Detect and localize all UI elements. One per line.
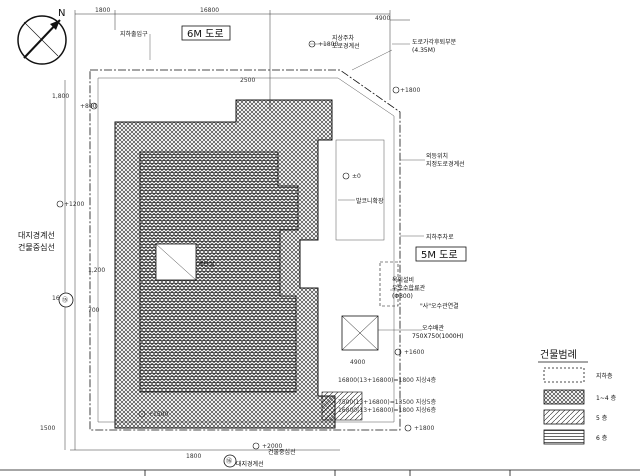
label-road-boundary-top: 도로경계선 <box>332 42 360 50</box>
label-sewer-connect: "사"오수관연결 <box>420 302 459 310</box>
legend: 건물범례 지하층 1~4 층 5 층 6 층 <box>538 349 617 445</box>
legend-label-1-4: 1~4 층 <box>596 394 617 402</box>
dim-total-1: 16800(13+16800)=1800 지상4층 <box>338 376 437 384</box>
road-north-label: 6M 도로 <box>187 29 224 40</box>
grid-marker-bottom: ⑯ <box>223 454 237 468</box>
label-site-boundary: 대지경계선 <box>18 230 55 240</box>
underground-parking <box>335 139 385 241</box>
road-north-box: 6M 도로 <box>181 25 231 41</box>
legend-title: 건물범례 <box>540 349 577 361</box>
label-corner-setback-size: (4.35M) <box>412 47 435 54</box>
level-bottom-2: +2000 <box>262 443 282 450</box>
grid-marker-left: ⑮ <box>58 292 74 308</box>
dim-16800: 16800 <box>200 7 219 14</box>
dim-total-3: 16800(13+16800)=1800 지상6층 <box>338 406 437 414</box>
level-corner: +1800 <box>414 425 434 432</box>
level-right-bottom: +1600 <box>404 349 424 356</box>
label-sewage-pipe: 오수배관 <box>422 324 445 332</box>
site-boundary-line <box>89 69 401 431</box>
sewage-pit <box>341 315 379 351</box>
level-left: +1200 <box>64 201 84 208</box>
dim-1800: 1,800 <box>52 93 69 100</box>
dim-700: 700 <box>88 307 100 314</box>
label-light-position: 외등위치 <box>426 152 448 160</box>
level-left-top: +800 <box>80 103 97 110</box>
building-floor-6 <box>139 151 299 393</box>
label-bottom-site-boundary: 대지경계선 <box>236 460 264 468</box>
legend-swatch-1-4 <box>543 389 585 405</box>
outdoor-equipment <box>379 261 399 307</box>
svg-text:⑯: ⑯ <box>226 457 232 465</box>
label-outdoor-equipment: 옥외설비 <box>392 276 414 284</box>
dim-2500: 2500 <box>240 77 255 84</box>
legend-swatch-6 <box>543 429 585 445</box>
label-building-line: 건물중심선 <box>18 242 55 252</box>
dim-1800-bottom: 1800 <box>186 453 201 460</box>
stair-label: 계단실 <box>198 260 215 268</box>
label-balcony: 발코니확장 <box>356 197 384 205</box>
north-arrow: N <box>17 8 67 65</box>
dim-1800-top: 1800 <box>95 7 110 14</box>
dimension-lines <box>64 10 410 451</box>
dim-total-2: 7500(13+16800)=13500 지상5층 <box>338 398 437 406</box>
dim-1200: 1,200 <box>88 267 105 274</box>
dim-4900-mid: 4900 <box>350 359 365 366</box>
label-corner-setback: 도로가각후퇴부분 <box>412 38 457 46</box>
label-underground-ramp: 지하주차로 <box>426 233 454 241</box>
label-bottom-building-line: 건물중심선 <box>268 448 296 456</box>
level-right-top: +1800 <box>400 87 420 94</box>
label-sewage-pit-size: 750X750(1000H) <box>412 333 463 340</box>
level-center: ±0 <box>352 173 361 180</box>
dim-4900-top: 4900 <box>375 15 390 22</box>
road-east-box: 5M 도로 <box>415 246 467 262</box>
north-label: N <box>58 8 65 19</box>
road-east-label: 5M 도로 <box>421 250 458 261</box>
dim-1500: 1500 <box>40 425 55 432</box>
legend-swatch-5 <box>543 409 585 425</box>
legend-label-basement: 지하층 <box>596 372 613 380</box>
label-designated-road-line: 지정도로경계선 <box>426 160 465 168</box>
svg-text:⑮: ⑮ <box>62 296 68 304</box>
label-ground-parking-a: 지상주차 <box>332 34 355 42</box>
parking-strip <box>321 391 363 421</box>
legend-label-5: 5 층 <box>596 414 608 422</box>
level-bottom: +1500 <box>148 411 168 418</box>
label-sewer-dia: (Φ300) <box>392 293 413 300</box>
label-underground-entrance: 지하출입구 <box>120 30 148 38</box>
title-block <box>0 469 640 476</box>
legend-label-6: 6 층 <box>596 434 608 442</box>
legend-swatch-basement <box>543 367 585 383</box>
level-top: +1800 <box>318 41 338 48</box>
label-combined-sewer: 우오수합류관 <box>392 284 426 292</box>
